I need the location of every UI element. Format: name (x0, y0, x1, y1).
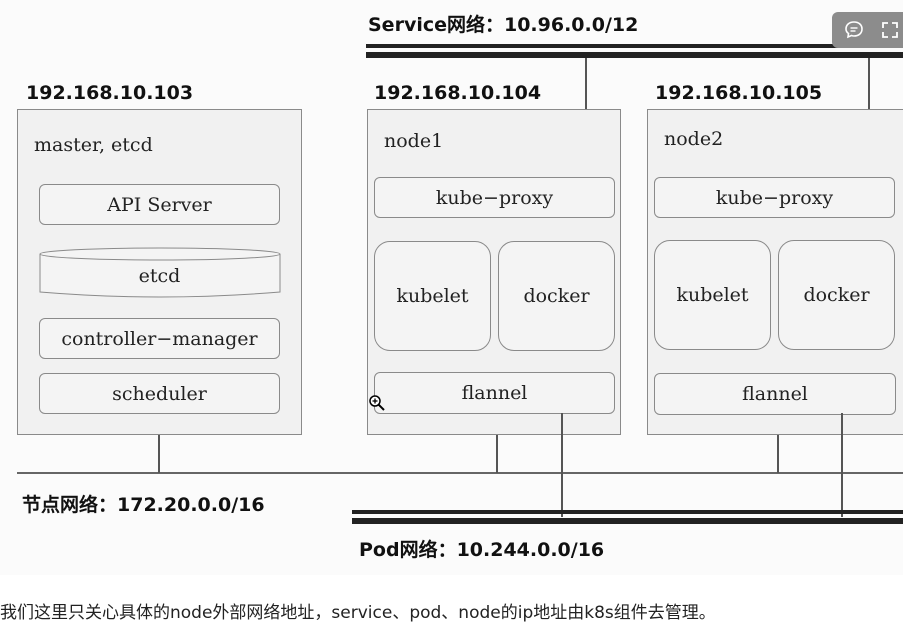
service-network-bar (366, 52, 903, 58)
caption-text: 我们这里只关心具体的node外部网络地址，service、pod、node的ip… (0, 603, 716, 623)
network-diagram: Service网络：10.96.0.0/12 192.168.10.103 19… (17, 14, 903, 561)
comment-icon (845, 21, 863, 39)
service-network-bar-top (366, 44, 903, 48)
pod-link-node2 (841, 413, 843, 517)
host-ip-master: 192.168.10.103 (26, 82, 194, 104)
pod-network-bar-top (352, 510, 903, 514)
component-scheduler: scheduler (39, 373, 280, 414)
component-docker-node2: docker (778, 240, 895, 350)
service-network-label: Service网络：10.96.0.0/12 (368, 14, 639, 36)
component-flannel-node2: flannel (654, 373, 896, 415)
node-link-node2 (777, 435, 779, 473)
host-title-master: master, etcd (34, 134, 153, 156)
component-api-server: API Server (39, 184, 280, 225)
pod-network-label: Pod网络：10.244.0.0/16 (359, 539, 605, 561)
pod-network-bar (352, 518, 903, 524)
host-ip-node1: 192.168.10.104 (374, 82, 542, 104)
node-link-node1 (496, 435, 498, 473)
component-kube-proxy-node1: kube−proxy (374, 177, 615, 218)
fullscreen-button[interactable] (878, 18, 902, 42)
host-node1: node1 kube−proxy kubelet docker flannel (367, 109, 621, 435)
host-master: master, etcd API Server etcd controller−… (17, 109, 302, 435)
host-title-node2: node2 (664, 128, 724, 150)
fullscreen-icon (882, 22, 898, 38)
component-kubelet-node1: kubelet (374, 241, 491, 351)
node-link-master (158, 435, 160, 473)
node-network-line (17, 472, 903, 474)
comment-button[interactable] (842, 18, 866, 42)
component-etcd: etcd (138, 265, 181, 287)
component-kubelet-node2: kubelet (654, 240, 771, 350)
component-etcd-cylinder (39, 247, 281, 298)
host-title-node1: node1 (384, 130, 444, 152)
component-flannel-node1: flannel (374, 372, 615, 414)
component-docker-node1: docker (498, 241, 615, 351)
component-controller-manager: controller−manager (39, 318, 280, 359)
component-kube-proxy-node2: kube−proxy (654, 177, 895, 218)
pod-link-node1 (561, 413, 563, 517)
node-network-label: 节点网络：172.20.0.0/16 (22, 494, 265, 516)
zoom-in-cursor-icon (369, 395, 385, 411)
image-toolbar (832, 12, 903, 48)
host-ip-node2: 192.168.10.105 (655, 82, 823, 104)
host-node2: node2 kube−proxy kubelet docker flannel (647, 109, 903, 435)
